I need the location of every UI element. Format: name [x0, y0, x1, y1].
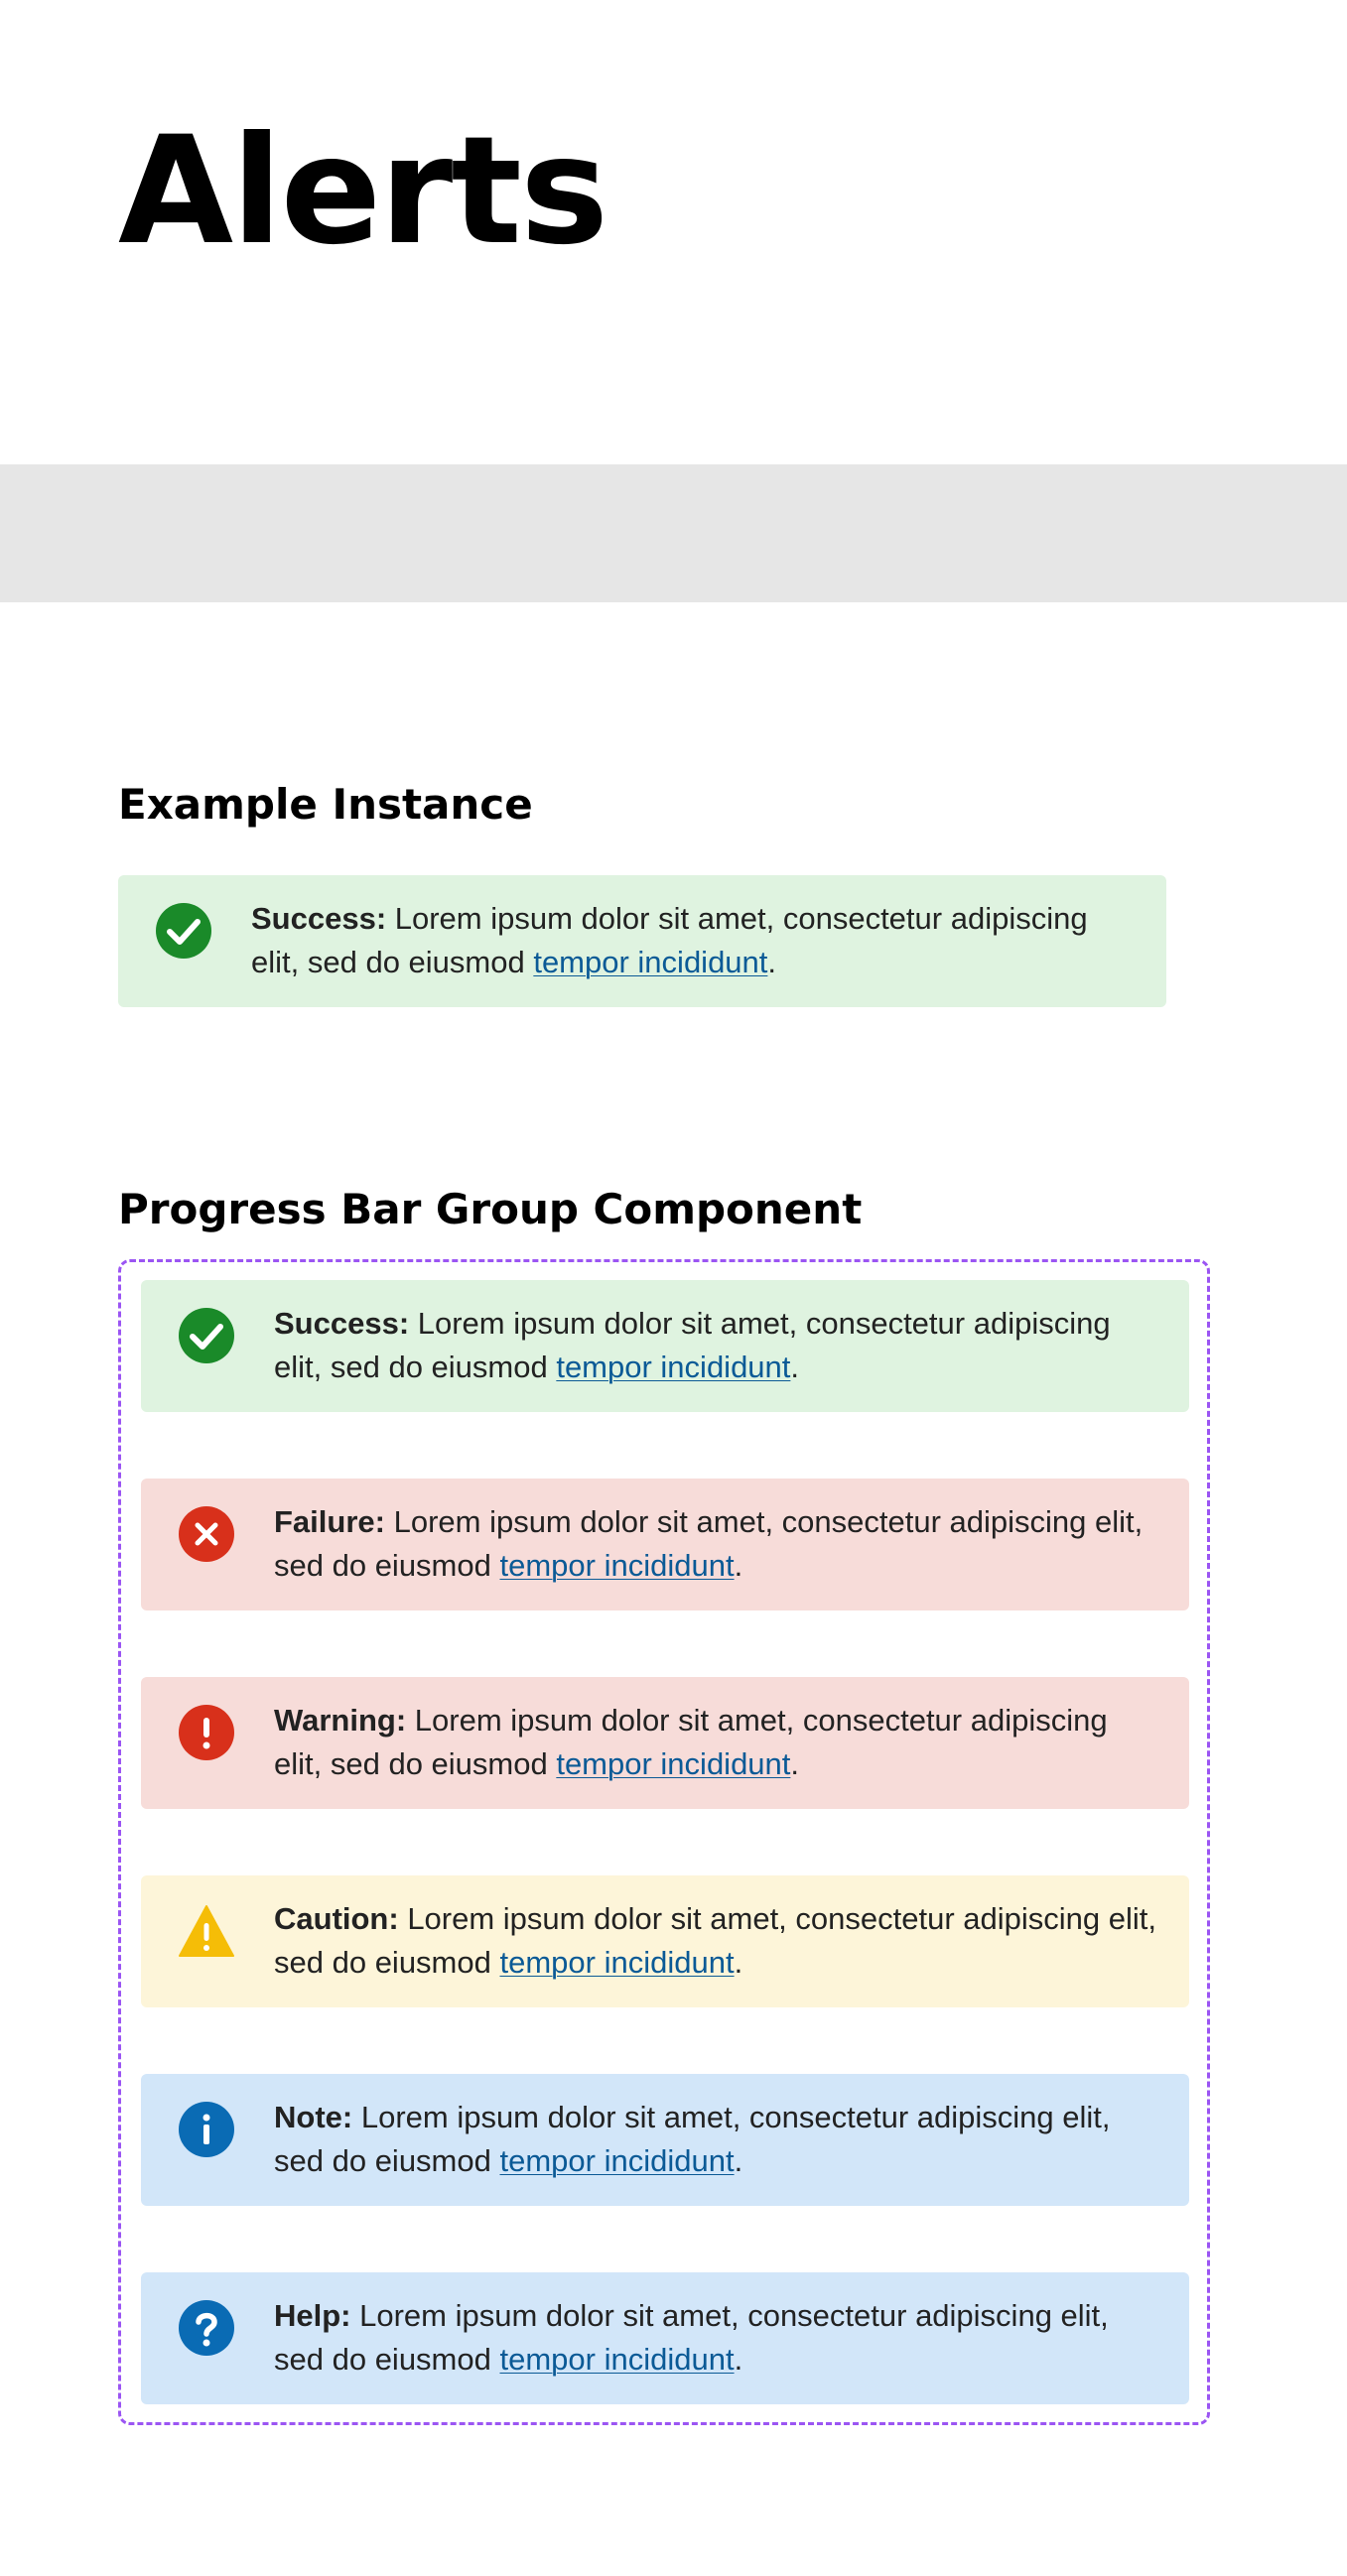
alert-success: Success: Lorem ipsum dolor sit amet, con… [141, 1280, 1189, 1412]
alert-text: Note: Lorem ipsum dolor sit amet, consec… [274, 2096, 1159, 2183]
alert-link[interactable]: tempor incididunt [556, 1350, 791, 1384]
alert-body: Lorem ipsum dolor sit amet, consectetur … [274, 2298, 1109, 2377]
alert-warning: Warning: Lorem ipsum dolor sit amet, con… [141, 1677, 1189, 1809]
alert-lead: Success: [251, 901, 387, 936]
alert-end: . [734, 2342, 743, 2377]
alert-end: . [734, 1945, 743, 1980]
alert-lead: Note: [274, 2100, 353, 2134]
alert-end: . [767, 945, 777, 979]
section-title-group: Progress Bar Group Component [118, 1185, 863, 1233]
info-circle-icon [179, 2102, 234, 2157]
alert-caution: Caution: Lorem ipsum dolor sit amet, con… [141, 1875, 1189, 2007]
alert-body: Lorem ipsum dolor sit amet, consectetur … [274, 1306, 1111, 1384]
alert-lead: Help: [274, 2298, 351, 2333]
alert-group-container [118, 1259, 1210, 2425]
alert-text: Success: Lorem ipsum dolor sit amet, con… [274, 1302, 1159, 1389]
alert-end: . [790, 1746, 800, 1781]
section-title-example: Example Instance [118, 780, 533, 829]
check-circle-icon [179, 1308, 234, 1363]
check-circle-icon [156, 903, 211, 959]
alert-text: Success: Lorem ipsum dolor sit amet, con… [251, 897, 1137, 984]
gray-band [0, 464, 1347, 602]
warning-triangle-icon [179, 1905, 234, 1957]
alert-body: Lorem ipsum dolor sit amet, consectetur … [274, 2100, 1111, 2178]
alert-help: Help: Lorem ipsum dolor sit amet, consec… [141, 2272, 1189, 2404]
alert-body: Lorem ipsum dolor sit amet, consectetur … [274, 1703, 1108, 1781]
alert-lead: Success: [274, 1306, 410, 1341]
alert-body: Lorem ipsum dolor sit amet, consectetur … [274, 1901, 1156, 1980]
alert-body: Lorem ipsum dolor sit amet, consectetur … [251, 901, 1088, 979]
exclamation-circle-icon [179, 1705, 234, 1760]
alert-text: Caution: Lorem ipsum dolor sit amet, con… [274, 1897, 1159, 1985]
alert-link[interactable]: tempor incididunt [556, 1746, 791, 1781]
x-circle-icon [179, 1506, 234, 1562]
alert-link[interactable]: tempor incididunt [499, 1548, 735, 1583]
question-circle-icon [179, 2300, 234, 2356]
alert-lead: Caution: [274, 1901, 399, 1936]
alert-link[interactable]: tempor incididunt [499, 2342, 735, 2377]
alert-note: Note: Lorem ipsum dolor sit amet, consec… [141, 2074, 1189, 2206]
alert-end: . [734, 2143, 743, 2178]
alert-text: Failure: Lorem ipsum dolor sit amet, con… [274, 1500, 1159, 1588]
alert-failure: Failure: Lorem ipsum dolor sit amet, con… [141, 1479, 1189, 1610]
alert-end: . [734, 1548, 743, 1583]
alert-end: . [790, 1350, 800, 1384]
alert-text: Warning: Lorem ipsum dolor sit amet, con… [274, 1699, 1159, 1786]
page-title: Alerts [118, 105, 608, 278]
alert-success-example: Success: Lorem ipsum dolor sit amet, con… [118, 875, 1166, 1007]
alert-lead: Warning: [274, 1703, 407, 1738]
alert-body: Lorem ipsum dolor sit amet, consectetur … [274, 1504, 1144, 1583]
alert-link[interactable]: tempor incididunt [499, 1945, 735, 1980]
alert-text: Help: Lorem ipsum dolor sit amet, consec… [274, 2294, 1159, 2382]
alert-link[interactable]: tempor incididunt [533, 945, 768, 979]
alert-lead: Failure: [274, 1504, 385, 1539]
alert-link[interactable]: tempor incididunt [499, 2143, 735, 2178]
